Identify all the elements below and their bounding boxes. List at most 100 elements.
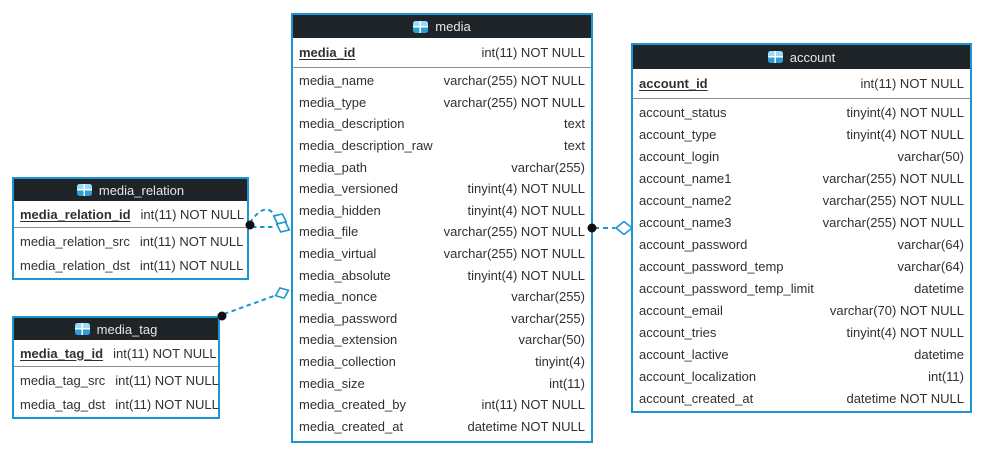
column-name: media_description_raw xyxy=(299,138,433,154)
table-account[interactable]: account account_id int(11) NOT NULL acco… xyxy=(631,43,972,413)
column-name: media_created_by xyxy=(299,397,406,413)
table-media-tag[interactable]: media_tag media_tag_id int(11) NOT NULL … xyxy=(12,316,220,419)
relationship-line-media-tag-media xyxy=(223,295,275,315)
table-row[interactable]: account_email varchar(70) NOT NULL xyxy=(633,299,970,321)
column-name: account_tries xyxy=(639,324,717,340)
column-name: media_relation_id xyxy=(20,206,131,222)
table-title: media_tag xyxy=(96,321,158,337)
column-type: varchar(255) xyxy=(511,310,585,326)
column-type: varchar(50) xyxy=(897,148,964,164)
table-media[interactable]: media media_id int(11) NOT NULL media_na… xyxy=(291,13,593,444)
relationship-diamond-icon xyxy=(274,286,290,300)
table-media-tag-header[interactable]: media_tag xyxy=(14,318,218,340)
column-name: account_name2 xyxy=(639,192,732,208)
column-name: media_created_at xyxy=(299,418,404,434)
column-name: media_absolute xyxy=(299,267,391,283)
table-row[interactable]: media_description_raw text xyxy=(293,135,591,157)
column-type: varchar(70) NOT NULL xyxy=(829,302,964,318)
column-name: account_name3 xyxy=(639,214,732,230)
relationship-diamond-icon xyxy=(614,220,634,236)
column-type: int(11) NOT NULL xyxy=(139,233,244,249)
column-type: int(11) NOT NULL xyxy=(481,45,585,60)
table-media-relation[interactable]: media_relation media_relation_id int(11)… xyxy=(12,177,249,280)
table-row[interactable]: account_password_temp_limit datetime xyxy=(633,277,970,299)
column-type: datetime NOT NULL xyxy=(467,418,585,434)
column-type: varchar(255) NOT NULL xyxy=(822,170,964,186)
column-type: int(11) xyxy=(549,375,585,391)
column-type: varchar(255) NOT NULL xyxy=(443,246,585,262)
table-media-relation-header[interactable]: media_relation xyxy=(14,179,247,201)
table-title: account xyxy=(789,49,836,65)
column-type: varchar(255) NOT NULL xyxy=(443,73,585,89)
table-row[interactable]: media_tag_src int(11) NOT NULL xyxy=(14,368,219,392)
table-rows: media_tag_src int(11) NOT NULL media_tag_d… xyxy=(14,367,219,417)
table-account-header[interactable]: account xyxy=(633,45,970,69)
column-name: media_extension xyxy=(299,332,398,348)
column-name: account_password_temp_limit xyxy=(639,280,814,296)
table-row-primary-key[interactable]: media_id int(11) NOT NULL xyxy=(293,38,591,68)
relationship-diamond-icon xyxy=(275,221,291,233)
column-type: datetime xyxy=(914,280,964,296)
table-title: media_relation xyxy=(98,182,185,198)
table-row-primary-key[interactable]: media_relation_id int(11) NOT NULL xyxy=(14,201,247,228)
column-name: media_path xyxy=(299,159,367,175)
column-type: varchar(255) NOT NULL xyxy=(443,94,585,110)
table-icon xyxy=(413,20,429,33)
column-type: tinyint(4) NOT NULL xyxy=(846,104,964,120)
column-type: tinyint(4) NOT NULL xyxy=(467,202,585,218)
column-name: account_created_at xyxy=(639,390,754,406)
table-media-header[interactable]: media xyxy=(293,15,591,38)
column-name: media_hidden xyxy=(299,202,381,218)
column-type: tinyint(4) NOT NULL xyxy=(467,181,585,197)
table-icon xyxy=(767,51,783,63)
column-name: account_lactive xyxy=(639,346,729,362)
column-name: media_nonce xyxy=(299,289,378,305)
table-row-primary-key[interactable]: media_tag_id int(11) NOT NULL xyxy=(14,340,218,367)
table-row[interactable]: account_login varchar(50) xyxy=(633,145,970,167)
table-row-primary-key[interactable]: account_id int(11) NOT NULL xyxy=(633,69,970,99)
column-name: media_collection xyxy=(299,354,396,370)
table-row[interactable]: account_name2 varchar(255) NOT NULL xyxy=(633,189,970,211)
column-name: account_login xyxy=(639,148,720,164)
table-row[interactable]: media_hidden tinyint(4) NOT NULL xyxy=(293,200,591,222)
table-title: media xyxy=(435,19,471,34)
column-type: int(11) NOT NULL xyxy=(115,372,219,388)
column-type: varchar(255) NOT NULL xyxy=(822,192,964,208)
column-type: int(11) xyxy=(928,368,964,384)
column-type: text xyxy=(564,138,585,154)
column-name: media_tag_src xyxy=(20,372,106,388)
column-name: media_description xyxy=(299,116,405,132)
table-row[interactable]: media_created_at datetime NOT NULL xyxy=(293,416,591,438)
column-name: account_id xyxy=(639,76,708,91)
column-name: account_type xyxy=(639,126,717,142)
column-name: account_email xyxy=(639,302,723,318)
